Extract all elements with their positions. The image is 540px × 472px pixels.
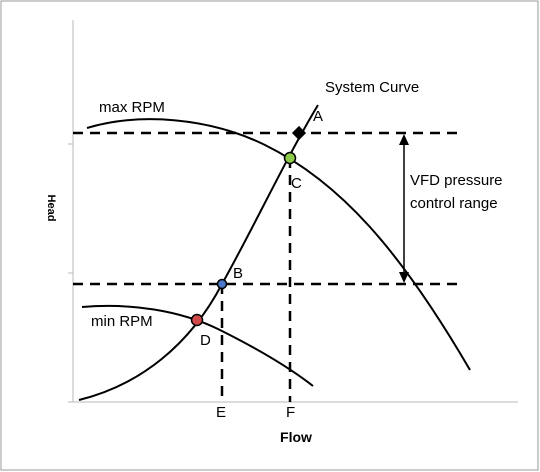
y-axis-title: Head — [45, 195, 57, 222]
point-a-marker — [291, 125, 307, 141]
point-d-marker — [190, 313, 204, 327]
max-rpm-label: max RPM — [99, 99, 165, 116]
x-axis-title: Flow — [280, 429, 312, 445]
flow-mark-e-label: E — [216, 404, 226, 421]
vfd-range-label-line2: control range — [410, 195, 498, 212]
min-rpm-curve — [81, 304, 314, 387]
flow-mark-f-label: F — [286, 404, 295, 421]
max-rpm-curve — [86, 118, 471, 371]
vfd-range-label-line1: VFD pressure — [410, 172, 503, 189]
point-b-label: B — [233, 265, 243, 282]
min-rpm-label: min RPM — [91, 313, 153, 330]
system-curve-label: System Curve — [325, 79, 419, 96]
point-d-label: D — [200, 332, 211, 349]
point-a-label: A — [313, 108, 323, 125]
vfd-range-arrow — [399, 134, 409, 283]
point-b-marker — [216, 278, 228, 290]
point-c-label: C — [291, 175, 302, 192]
point-c-marker — [283, 151, 297, 165]
